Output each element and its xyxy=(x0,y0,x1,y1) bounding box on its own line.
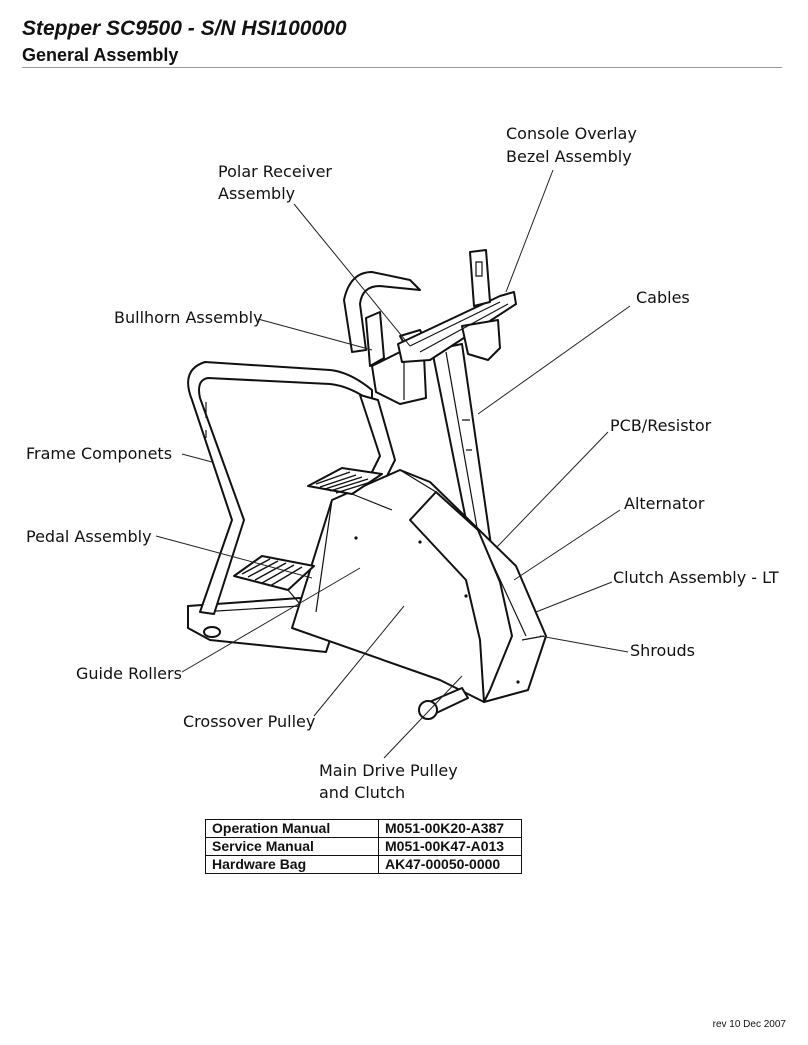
base-foot xyxy=(187,597,331,653)
callout-console-overlay: Console Overlay Bezel Assembly xyxy=(506,124,642,166)
leader-crossover-pulley xyxy=(313,605,405,717)
leader-bullhorn xyxy=(257,318,373,351)
document-title: Stepper SC9500 - S/N HSI100000 xyxy=(22,17,347,40)
leader-main-drive xyxy=(383,675,463,759)
callout-guide-rollers: Guide Rollers xyxy=(76,664,182,683)
leader-pedal xyxy=(155,535,313,579)
callout-pcb-resistor: PCB/Resistor xyxy=(610,416,712,435)
front-wheel xyxy=(418,700,438,720)
pedal-right-tread xyxy=(315,471,375,494)
leader-console-overlay xyxy=(505,169,554,293)
callout-bullhorn: Bullhorn Assembly xyxy=(114,308,263,327)
revision-note: rev 10 Dec 2007 xyxy=(712,1019,786,1030)
part-name: Operation Manual xyxy=(205,819,379,838)
console-head xyxy=(397,291,517,363)
leader-lines xyxy=(155,169,631,759)
leader-alternator xyxy=(513,509,621,581)
callout-polar-receiver: Polar Receiver Assembly xyxy=(218,162,337,203)
table-row: Service Manual M051-00K47-A013 xyxy=(205,837,522,856)
part-name: Hardware Bag xyxy=(205,855,379,874)
callout-main-drive: Main Drive Pulley and Clutch xyxy=(319,761,463,802)
leader-polar-receiver xyxy=(293,203,411,347)
leader-shrouds xyxy=(539,635,629,653)
base-foot-pad xyxy=(203,626,221,638)
leader-clutch xyxy=(535,581,613,613)
pedal-right xyxy=(307,467,383,495)
bullhorn-handlebar xyxy=(343,271,421,353)
part-number: M051-00K20-A387 xyxy=(378,819,522,838)
callout-labels: Console Overlay Bezel Assembly Polar Rec… xyxy=(26,124,779,802)
header-divider xyxy=(22,67,782,68)
leader-frame xyxy=(181,453,213,463)
document-header: Stepper SC9500 - S/N HSI100000 General A… xyxy=(22,16,792,66)
table-row: Hardware Bag AK47-00050-0000 xyxy=(205,855,522,874)
callout-shrouds: Shrouds xyxy=(630,641,695,660)
leader-cables xyxy=(477,305,631,415)
part-name: Service Manual xyxy=(205,837,379,856)
leader-guide-rollers xyxy=(181,567,361,673)
document-parts-table: Operation Manual M051-00K20-A387 Service… xyxy=(205,819,522,874)
callout-pedal: Pedal Assembly xyxy=(26,527,152,546)
bullhorn-grip xyxy=(365,311,385,367)
callout-frame: Frame Componets xyxy=(26,444,172,463)
pedal-left xyxy=(233,555,315,591)
document-subtitle: General Assembly xyxy=(22,45,179,65)
pedal-left-tread xyxy=(241,558,303,587)
part-number: AK47-00050-0000 xyxy=(378,855,522,874)
console-bezel xyxy=(461,319,501,361)
console-post xyxy=(469,249,491,307)
stepper-illustration xyxy=(187,249,547,720)
callout-cables: Cables xyxy=(636,288,690,307)
leader-pcb-resistor xyxy=(495,431,609,549)
side-shroud-panel xyxy=(409,491,513,703)
callout-clutch: Clutch Assembly - LT xyxy=(613,568,779,587)
callout-crossover-pulley: Crossover Pulley xyxy=(183,712,315,731)
callout-alternator: Alternator xyxy=(624,494,705,513)
part-number: M051-00K47-A013 xyxy=(378,837,522,856)
table-row: Operation Manual M051-00K20-A387 xyxy=(205,819,522,838)
